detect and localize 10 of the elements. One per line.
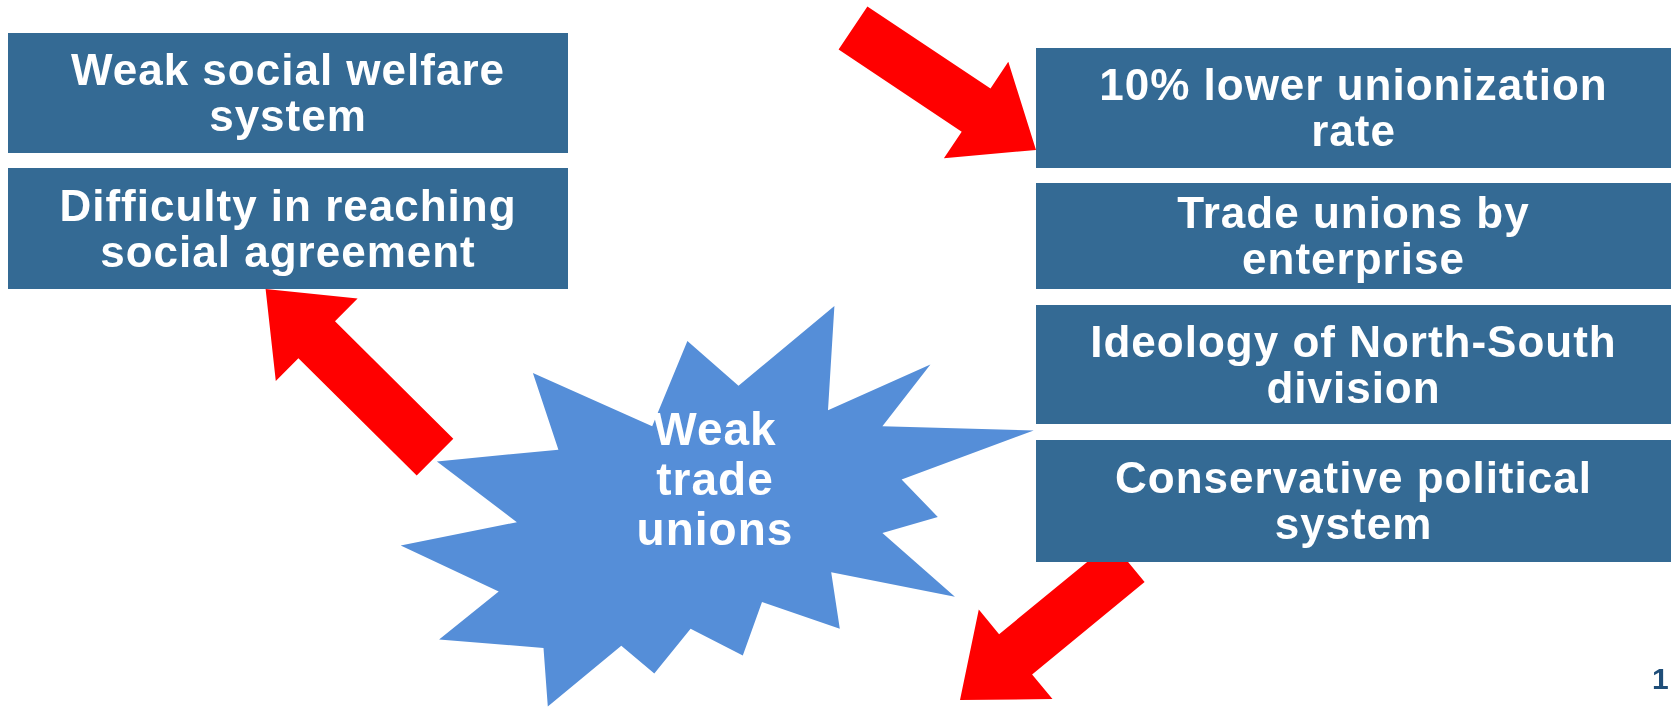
text-box: 10% lower unionization rate <box>1036 48 1671 168</box>
page-number: 1 <box>1652 662 1669 696</box>
text-box: Ideology of North-South division <box>1036 305 1671 424</box>
center-label: Weak trade unions <box>635 404 795 554</box>
text-box: Weak social welfare system <box>8 33 568 153</box>
text-box: Difficulty in reaching social agreement <box>8 168 568 289</box>
block-arrow <box>838 6 1036 159</box>
text-box: Conservative political system <box>1036 440 1671 562</box>
text-box: Trade unions by enterprise <box>1036 183 1671 289</box>
block-arrow <box>265 289 454 476</box>
